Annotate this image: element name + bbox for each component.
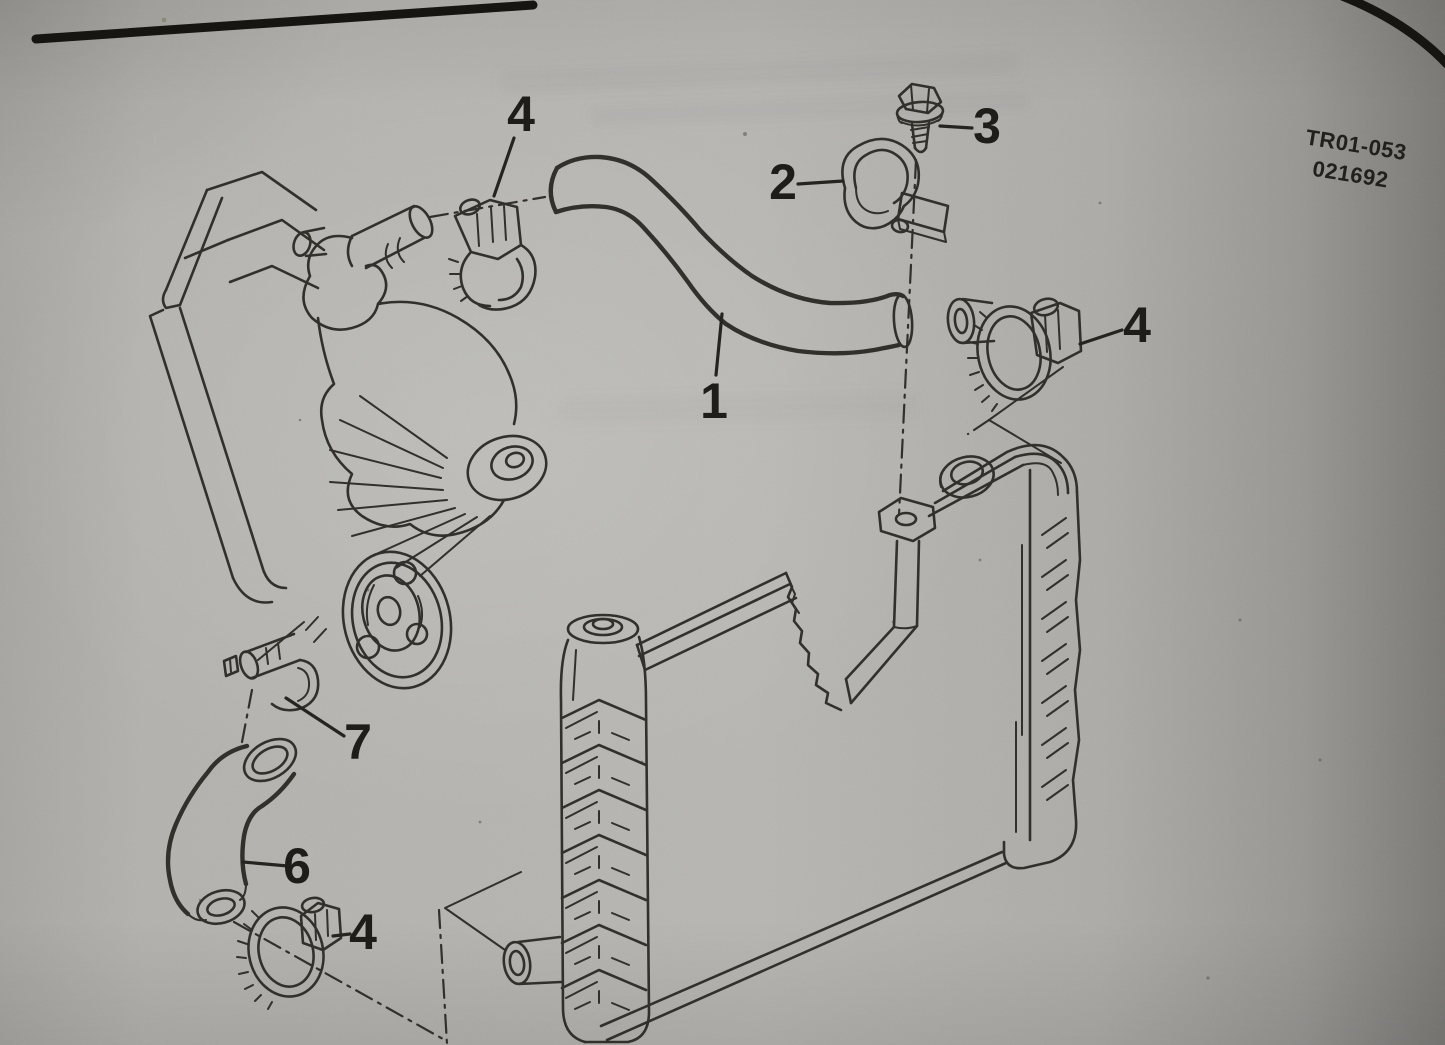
hose-clamp-bracket-drawing: [841, 137, 950, 243]
page-top-rule: [31, 0, 538, 44]
callout-numbers: 1 2 3 4 4 4 6 7: [283, 86, 1151, 960]
hose-clamp-upper-left-drawing: [448, 198, 537, 311]
hose-clamp-lower-left-drawing: [236, 896, 343, 1010]
upper-radiator-hose-drawing: [548, 154, 914, 356]
centerlines: [232, 158, 1064, 1045]
bracket-bolt-drawing: [895, 82, 945, 154]
callout-4-clamp-lower-left: 4: [349, 904, 377, 960]
callout-3-bolt: 3: [973, 98, 1001, 154]
small-hose-clamp-drawing: [222, 632, 320, 712]
engine-water-pump-drawing: [148, 170, 548, 604]
page-corner-rule: [1339, 0, 1445, 69]
radiator-drawing: [502, 443, 1082, 1044]
callout-leaders: [241, 124, 1124, 938]
callout-6-bypass-elbow: 6: [283, 838, 311, 894]
callout-2-clamp-bracket: 2: [769, 154, 797, 210]
water-pump-pulley-drawing: [257, 550, 453, 690]
callout-4-clamp-upper-left: 4: [507, 86, 535, 142]
callout-1-upper-hose: 1: [700, 373, 728, 429]
callout-4-clamp-right: 4: [1123, 297, 1151, 353]
hose-clamp-right-drawing: [967, 297, 1083, 412]
callout-7-small-clamp: 7: [344, 714, 372, 770]
